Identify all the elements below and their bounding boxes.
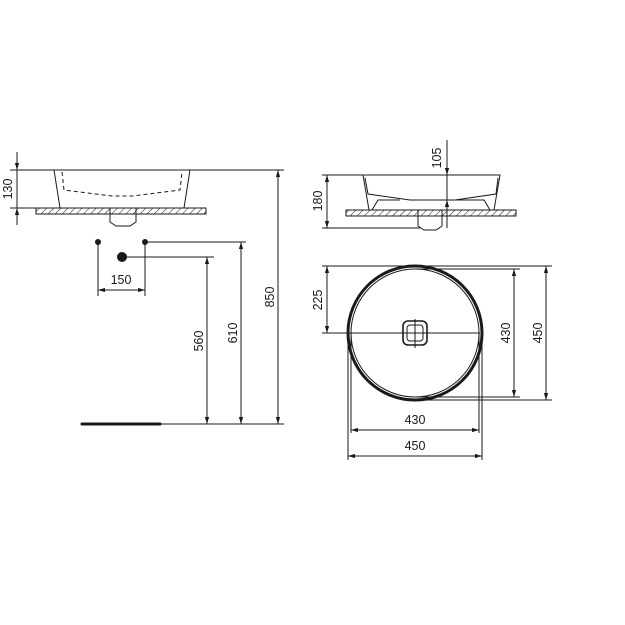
dim-180: 180 (311, 191, 325, 212)
front-basin-foot-right (462, 199, 491, 211)
dim-610: 610 (226, 323, 240, 344)
side-waste-outlet (109, 208, 137, 227)
side-view: 130 150 560 610 850 (1, 152, 284, 426)
front-basin-inner (364, 177, 499, 201)
dim-105: 105 (430, 148, 444, 169)
dim-450-horizontal: 450 (405, 439, 426, 453)
side-basin-outline (53, 169, 191, 209)
dim-130: 130 (1, 179, 15, 200)
front-basin-outline (362, 174, 501, 211)
side-basin-inner-dashed (61, 171, 183, 197)
front-countertop (345, 209, 517, 217)
dim-430-horizontal: 430 (405, 413, 426, 427)
side-countertop (35, 207, 207, 215)
front-view: 105 180 (311, 140, 517, 231)
dim-150: 150 (111, 273, 132, 287)
front-basin-foot-left (371, 199, 400, 211)
dim-450-vertical: 450 (531, 323, 545, 344)
dim-430-vertical: 430 (499, 323, 513, 344)
top-view: 225 430 450 430 450 (311, 264, 552, 460)
dim-225: 225 (311, 290, 325, 311)
dim-850: 850 (263, 287, 277, 308)
dim-560: 560 (192, 331, 206, 352)
front-waste-outlet (417, 210, 443, 231)
